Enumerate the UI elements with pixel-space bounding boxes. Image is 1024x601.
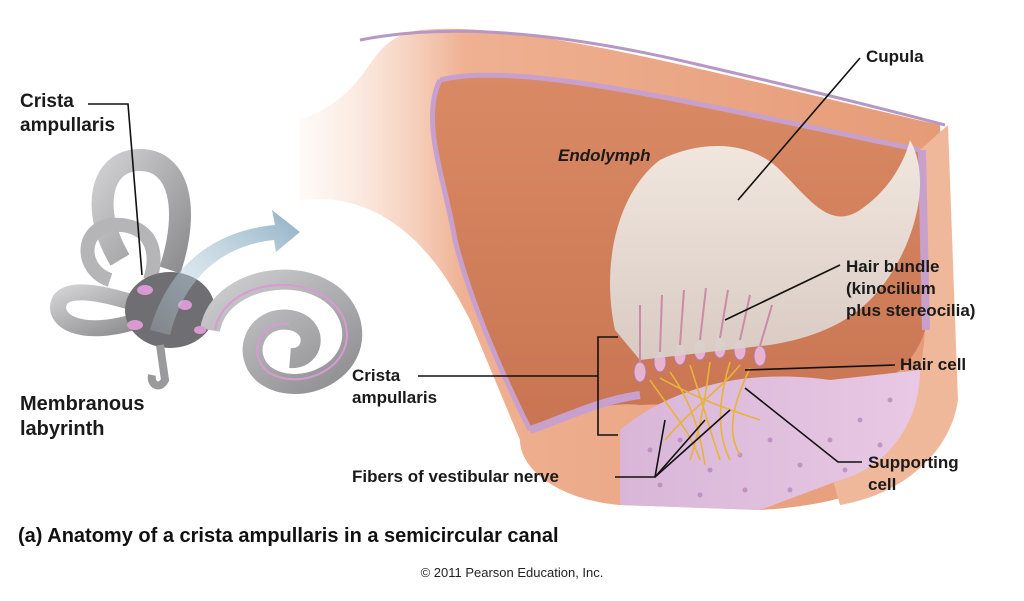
label-line: Supporting [868,453,959,472]
semicircular-canal-loop-top [91,148,191,274]
semicircular-canal [300,28,958,511]
zoom-arrow [150,210,300,335]
leader-crista-left [88,103,143,276]
label-line: labyrinth [20,418,105,440]
label-line: Membranous [20,393,145,415]
cochlea-outer [200,269,363,394]
duct-stub [147,344,170,390]
cupula [610,140,921,360]
cochlea-stripe [214,283,348,381]
canal-right-epithelium [918,149,930,331]
label-fibers-vestibular-nerve: Fibers of vestibular nerve [352,467,559,486]
label-membranous-labyrinth: Membranous labyrinth [20,392,144,442]
label-line: plus stereocilia) [846,301,976,320]
canal-epithelium-left [429,78,533,432]
label-cupula: Cupula [866,47,924,66]
label-hair-cell: Hair cell [900,355,967,374]
leader-supporting-cell [744,387,862,463]
leader-fibers-3 [654,409,731,478]
leader-fibers-2 [654,419,706,478]
leader-cupula [737,57,861,201]
canal-outer-lining [359,29,946,127]
label-crista-ampullaris-center: Crista ampullaris [352,365,437,409]
label-line: Crista [352,366,401,385]
canal-epithelium-top [439,72,921,153]
figure-caption: (a) Anatomy of a crista ampullaris in a … [18,525,559,547]
copyright-notice: © 2011 Pearson Education, Inc. [420,565,604,580]
label-line: ampullaris [352,388,438,407]
label-endolymph: Endolymph [558,146,651,165]
label-line: Crista [20,91,74,112]
vestibular-nerve-fibers [649,361,761,466]
leader-lines [88,57,896,478]
membranous-labyrinth-illustration [50,148,363,394]
bracket-crista [597,336,618,436]
leader-hair-cell [744,364,896,371]
hair-bundles [639,287,773,362]
label-line: ampullaris [20,115,116,136]
semicircular-canal-loop-back [80,217,161,287]
label-supporting-cell: Supporting cell [868,452,959,496]
label-line: Hair bundle [846,257,940,276]
leader-hair-bundle [724,264,841,321]
label-hair-bundle: Hair bundle (kinocilium plus stereocilia… [846,256,975,322]
canal-floor-epithelium [528,391,641,434]
label-line: (kinocilium [846,279,936,298]
label-crista-ampullaris-inset: Crista ampullaris [20,90,115,138]
label-line: cell [868,475,897,494]
supporting-cells [647,397,893,498]
semicircular-canal-loop-side [50,284,143,337]
